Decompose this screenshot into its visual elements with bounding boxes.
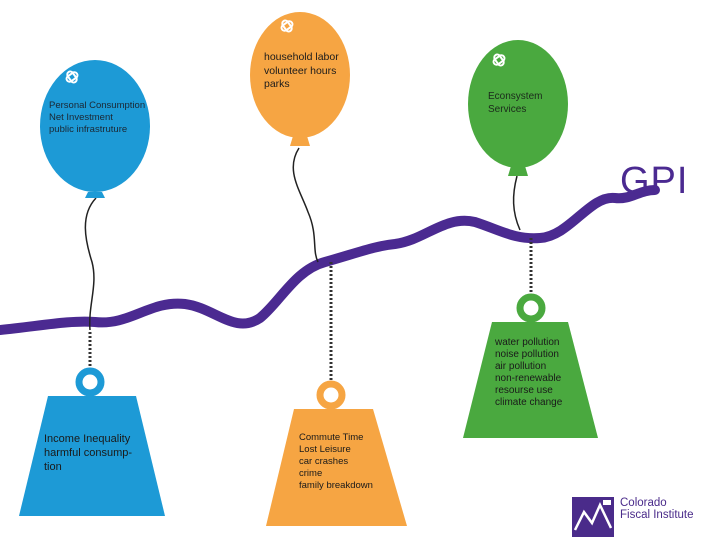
weight-orange-line: Commute Time	[299, 432, 373, 444]
balloon-string-green	[514, 176, 520, 230]
weight-green-line: non-renewable	[495, 373, 562, 385]
gpi-title: GPI	[620, 160, 688, 203]
weight-green-line: climate change	[495, 397, 562, 409]
balloon-green-line: Econsystem	[488, 90, 542, 103]
balloon-blue-label: Personal Consumption Net Investment publ…	[49, 100, 145, 136]
balloon-blue-line: Personal Consumption	[49, 100, 145, 112]
cfi-logo-icon	[572, 497, 614, 537]
weight-orange-line: crime	[299, 468, 373, 480]
weight-green-line: water pollution	[495, 337, 562, 349]
balloon-green-label: Econsystem Services	[488, 90, 542, 116]
gpi-line	[0, 190, 655, 330]
balloon-orange-line: volunteer hours	[264, 65, 339, 79]
balloon-blue-line: Net Investment	[49, 112, 145, 124]
balloon-orange-line: household labor	[264, 51, 339, 65]
weight-blue-line: harmful consump-	[44, 446, 132, 460]
balloon-orange-line: parks	[264, 78, 339, 92]
weight-green-line: air pollution	[495, 361, 562, 373]
balloon-orange-label: household labor volunteer hours parks	[264, 51, 339, 92]
brand-line: Fiscal Institute	[620, 509, 694, 521]
weight-orange-line: family breakdown	[299, 480, 373, 492]
weight-orange-line: car crashes	[299, 456, 373, 468]
balloon-blue-line: public infrastruture	[49, 124, 145, 136]
weight-orange-label: Commute Time Lost Leisure car crashes cr…	[299, 432, 373, 492]
brand-name: Colorado Fiscal Institute	[620, 497, 694, 521]
balloon-string-blue	[85, 198, 96, 330]
weight-green-line: resourse use	[495, 385, 562, 397]
weight-green-line: noise pollution	[495, 349, 562, 361]
weight-green-label: water pollution noise pollution air poll…	[495, 337, 562, 409]
weight-blue-line: Income Inequality	[44, 432, 132, 446]
brand-line: Colorado	[620, 497, 694, 509]
balloon-green-line: Services	[488, 103, 542, 116]
weight-blue-label: Income Inequality harmful consump- tion	[44, 432, 132, 474]
balloon-string-orange	[293, 148, 318, 262]
weight-blue-line: tion	[44, 460, 132, 474]
weight-orange-line: Lost Leisure	[299, 444, 373, 456]
